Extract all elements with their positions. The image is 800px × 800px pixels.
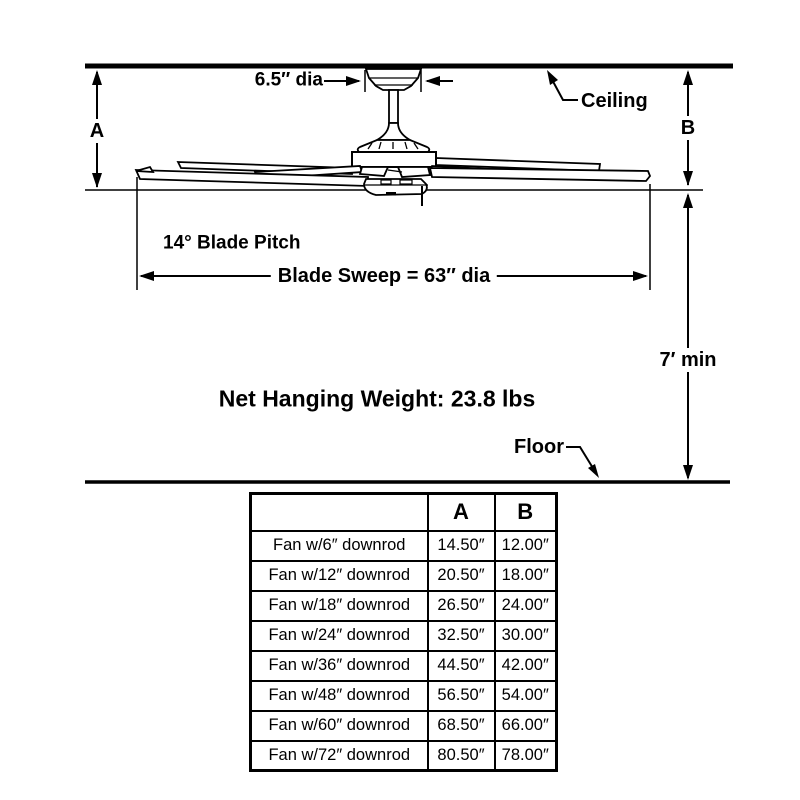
- dim-a-cell: 32.50″: [426, 619, 496, 652]
- dim-b-cell: 78.00″: [493, 739, 558, 772]
- fan-canopy: [364, 68, 423, 91]
- table-row: Fan w/12″ downrod 20.50″ 18.00″: [249, 559, 558, 592]
- fan-downrod: [388, 89, 399, 124]
- downrod-label-cell: Fan w/36″ downrod: [249, 649, 429, 682]
- fan-blade-bracket: [396, 166, 432, 178]
- dim-a-cell: 44.50″: [426, 649, 496, 682]
- floor-leader-arrow: [566, 446, 599, 478]
- dim-b-cell: 66.00″: [493, 709, 558, 742]
- canopy-diameter-label: 6.5″ dia: [254, 69, 323, 91]
- downrod-label-cell: Fan w/6″ downrod: [249, 529, 429, 562]
- dim-b-cell: 12.00″: [493, 529, 558, 562]
- dim-b-cell: 42.00″: [493, 649, 558, 682]
- dim-a-cell: 80.50″: [426, 739, 496, 772]
- header-cell-b: B: [493, 492, 558, 532]
- min-hanging-height-label: 7′ min: [652, 348, 724, 372]
- dim-a-cell: 26.50″: [426, 589, 496, 622]
- dim-a-cell: 14.50″: [426, 529, 496, 562]
- dim-a-cell: 68.50″: [426, 709, 496, 742]
- dim-b-cell: 30.00″: [493, 619, 558, 652]
- fan-motor-housing: [351, 151, 437, 168]
- header-cell-blank: [249, 492, 429, 532]
- table-row: Fan w/60″ downrod 68.50″ 66.00″: [249, 709, 558, 742]
- downrod-label-cell: Fan w/24″ downrod: [249, 619, 429, 652]
- downrod-label-cell: Fan w/12″ downrod: [249, 559, 429, 592]
- downrod-label-cell: Fan w/48″ downrod: [249, 679, 429, 712]
- ceiling-fan-drawing: [134, 68, 652, 206]
- ceiling-leader-arrow: [547, 70, 578, 101]
- dimension-a-label: A: [82, 119, 112, 143]
- canopy-diameter-arrows: [324, 70, 453, 92]
- table-header-row: A B: [249, 492, 558, 532]
- fan-blade-front-right: [428, 167, 652, 182]
- downrod-dimension-table: A B Fan w/6″ downrod 14.50″ 12.00″ Fan w…: [249, 492, 558, 772]
- table-row: Fan w/6″ downrod 14.50″ 12.00″: [249, 529, 558, 562]
- table-row: Fan w/36″ downrod 44.50″ 42.00″: [249, 649, 558, 682]
- blade-pitch-label: 14° Blade Pitch: [163, 232, 301, 254]
- net-hanging-weight-label: Net Hanging Weight: 23.8 lbs: [218, 385, 536, 412]
- dim-b-cell: 54.00″: [493, 679, 558, 712]
- fan-motor-bell: [373, 122, 414, 141]
- header-cell-a: A: [426, 492, 496, 532]
- table-row: Fan w/48″ downrod 56.50″ 54.00″: [249, 679, 558, 712]
- table-row: Fan w/18″ downrod 26.50″ 24.00″: [249, 589, 558, 622]
- ceiling-label: Ceiling: [581, 90, 648, 112]
- dimension-b-label: B: [673, 116, 703, 140]
- seven-foot-min-arrow: [683, 193, 693, 480]
- floor-label: Floor: [514, 436, 564, 458]
- downrod-label-cell: Fan w/72″ downrod: [249, 739, 429, 772]
- dim-a-cell: 56.50″: [426, 679, 496, 712]
- downrod-label-cell: Fan w/18″ downrod: [249, 589, 429, 622]
- dim-b-cell: 24.00″: [493, 589, 558, 622]
- dim-b-cell: 18.00″: [493, 559, 558, 592]
- dim-a-cell: 20.50″: [426, 559, 496, 592]
- table-row: Fan w/72″ downrod 80.50″ 78.00″: [249, 739, 558, 772]
- table-row: Fan w/24″ downrod 32.50″ 30.00″: [249, 619, 558, 652]
- downrod-label-cell: Fan w/60″ downrod: [249, 709, 429, 742]
- fan-blade-bracket: [358, 166, 390, 177]
- blade-sweep-label: Blade Sweep = 63″ dia: [270, 264, 498, 288]
